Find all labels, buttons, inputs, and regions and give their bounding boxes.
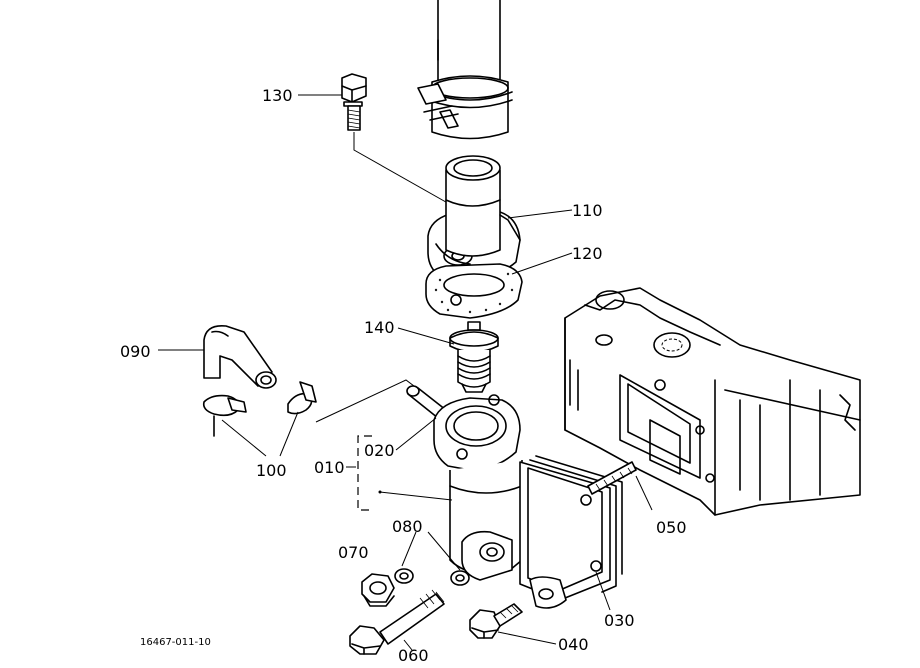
callout-100: 100 — [256, 461, 287, 480]
stud-bolt-050 — [587, 461, 637, 495]
thermostat-cover-110 — [427, 155, 521, 281]
assembly-bracket — [357, 435, 372, 511]
callout-090: 090 — [120, 342, 151, 361]
callout-110: 110 — [572, 201, 603, 220]
water-flange-010 — [406, 385, 611, 609]
callout-130: 130 — [262, 86, 293, 105]
drawing-code: 16467-011-10 — [140, 637, 211, 648]
callout-040: 040 — [558, 635, 589, 654]
callout-030: 030 — [604, 611, 635, 630]
bolt-040 — [469, 603, 523, 639]
callout-020: 020 — [364, 441, 395, 460]
callout-070: 070 — [338, 543, 369, 562]
callout-050: 050 — [656, 518, 687, 537]
thermostat-140 — [449, 321, 499, 393]
gasket-120 — [425, 263, 523, 319]
callout-140: 140 — [364, 318, 395, 337]
bolt-060 — [349, 589, 445, 655]
hose-clamp-100 — [202, 381, 317, 437]
bypass-hose-090 — [203, 324, 277, 389]
engine-block — [564, 287, 861, 516]
assembly-line — [315, 379, 423, 423]
leader-010 — [379, 491, 453, 501]
bolt-130 — [341, 73, 461, 211]
nut-070 — [361, 573, 395, 607]
gasket-030 — [529, 455, 623, 593]
leader-lines — [158, 94, 653, 651]
upper-hose — [417, 0, 513, 140]
callout-080: 080 — [392, 517, 423, 536]
callout-120: 120 — [572, 244, 603, 263]
callout-010: 010 — [314, 458, 345, 477]
callout-060: 060 — [398, 646, 429, 665]
washer-080 — [394, 568, 470, 586]
